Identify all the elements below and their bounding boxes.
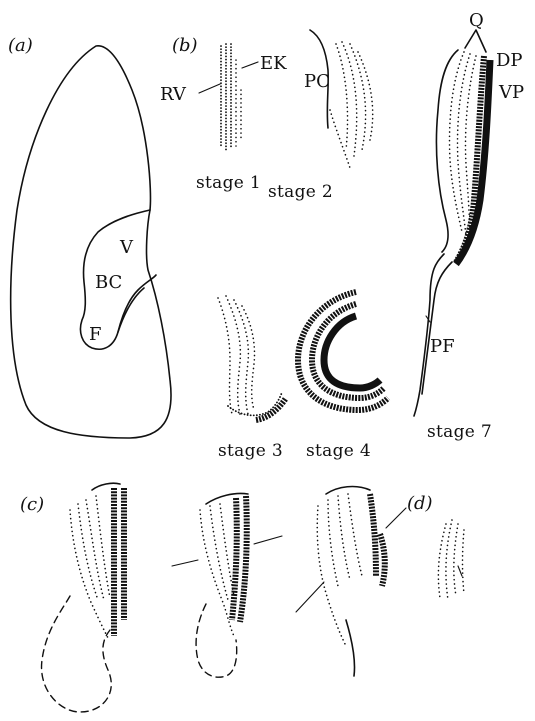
stage-1-drawing (199, 44, 258, 150)
label-dp: DP (496, 50, 523, 71)
c3-section-line-right (386, 508, 406, 528)
stage-3-drawing (218, 296, 286, 420)
label-q: Q (469, 10, 484, 31)
panel-a-tag: (a) (8, 35, 33, 56)
c1-dashed-outline (42, 596, 112, 712)
stage-7-dense-band-inner (456, 60, 490, 264)
panel-d: (d) (407, 493, 464, 600)
stage-2-label: stage 2 (268, 182, 333, 202)
c3-dots (338, 496, 350, 580)
stage-4-inner-band (324, 316, 380, 388)
stage-2-dots (350, 44, 366, 150)
panel-c-drawing-3 (296, 487, 406, 676)
stage-3-dots (234, 300, 248, 414)
label-pf: PF (430, 336, 455, 357)
c3-dots (328, 500, 338, 586)
c2-top-edge (206, 493, 248, 504)
panel-b: (b) RV EK stage 1 PC stage 2 (160, 10, 524, 461)
label-vp: VP (498, 82, 524, 103)
c3-stalk (346, 620, 355, 676)
stage-4-drawing (298, 292, 388, 410)
rv-pointer-line (199, 84, 220, 93)
panel-c-drawing-2 (172, 493, 282, 677)
c2-dots (210, 506, 228, 600)
stage-3-label: stage 3 (218, 441, 283, 461)
stage-7-q-marker (465, 30, 486, 52)
label-f: F (89, 324, 102, 345)
c1-dots (96, 496, 110, 598)
ek-pointer-line (242, 62, 258, 68)
stage-3-dots (226, 296, 240, 414)
d-dots (446, 520, 452, 600)
panel-c-tag: (c) (20, 494, 44, 515)
d-dots (454, 524, 458, 596)
panel-c-drawing-1 (42, 483, 124, 712)
label-rv: RV (160, 84, 187, 105)
label-ek: EK (260, 53, 287, 74)
c1-dots (70, 510, 108, 638)
stage-2-drawing (310, 30, 373, 168)
c1-dots (86, 500, 104, 600)
panel-b-tag: (b) (172, 35, 198, 56)
stage-7-drawing (414, 30, 490, 416)
c2-dots (200, 510, 234, 636)
stage-7-dots (458, 54, 471, 236)
d-mark (458, 566, 462, 576)
c3-dots (348, 494, 362, 576)
stage-2-dots (342, 42, 357, 156)
stage-7-dots (450, 52, 464, 232)
stage-7-label: stage 7 (427, 422, 492, 442)
c3-top-edge (326, 487, 370, 494)
panel-a-follicle-loop (118, 288, 144, 332)
label-v: V (119, 237, 134, 258)
d-dots (438, 524, 446, 598)
stage-4-label: stage 4 (306, 441, 371, 461)
label-bc: BC (95, 272, 122, 293)
c2-dense-band (240, 496, 247, 622)
c3-dense-band (380, 534, 385, 586)
c1-dots (78, 504, 98, 600)
c3-section-line-left (296, 582, 324, 612)
stage-1-label: stage 1 (196, 173, 261, 193)
c3-dense-band (370, 494, 376, 576)
label-pc: PC (304, 71, 330, 92)
panel-a: (a) V BC F (8, 35, 171, 438)
stage-3-dots (218, 298, 232, 414)
c2-section-line-left (172, 560, 198, 566)
c2-dashed-outline (196, 604, 237, 677)
panel-c: (c) (20, 483, 406, 712)
panel-d-tag: (d) (407, 493, 433, 514)
c2-section-line-right (254, 536, 282, 544)
c2-dense-band (232, 498, 237, 620)
d-dots (463, 530, 465, 594)
c2-dots (220, 504, 234, 596)
stage-2-dots (330, 110, 350, 168)
stage-7-stalk-right (422, 262, 452, 394)
c3-dots (317, 506, 346, 646)
stage-2-dots (358, 52, 373, 140)
